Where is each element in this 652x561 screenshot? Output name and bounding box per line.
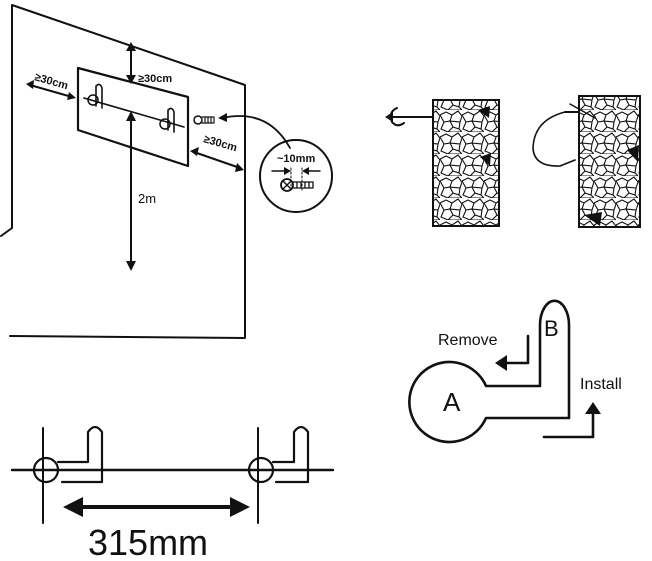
- wall-diagram: ≥30cm ≥30cm ≥30cm 2m ~10mm: [0, 4, 333, 339]
- remove-label: Remove: [438, 332, 498, 349]
- margin-right-label: ≥30cm: [202, 133, 238, 154]
- label-b: B: [544, 316, 559, 341]
- mount-plate: [76, 66, 190, 168]
- margin-left-label: ≥30cm: [33, 71, 69, 92]
- hanging-cord: [532, 111, 576, 167]
- screw-icon: [193, 115, 215, 125]
- spacing-diagram: 315mm: [10, 425, 335, 561]
- stone-panel-right: [578, 95, 641, 228]
- keyhole-outline: [408, 299, 571, 444]
- hook-left: [87, 83, 103, 109]
- install-label: Install: [580, 376, 622, 393]
- wall-outline: [0, 4, 246, 339]
- spacing-label: 315mm: [88, 522, 208, 561]
- screw-detail: ~10mm: [259, 139, 333, 213]
- height-label: 2m: [138, 191, 156, 206]
- rotate-icon: [389, 107, 405, 127]
- margin-top-label: ≥30cm: [138, 73, 172, 85]
- hook-right: [159, 107, 175, 133]
- label-a: A: [443, 387, 461, 417]
- hanging-diagram: [385, 95, 641, 228]
- screw-gap-label: ~10mm: [277, 153, 315, 165]
- keyhole-diagram: A B Remove Install: [408, 299, 622, 444]
- hook-right: [247, 425, 310, 484]
- hook-left: [32, 425, 104, 484]
